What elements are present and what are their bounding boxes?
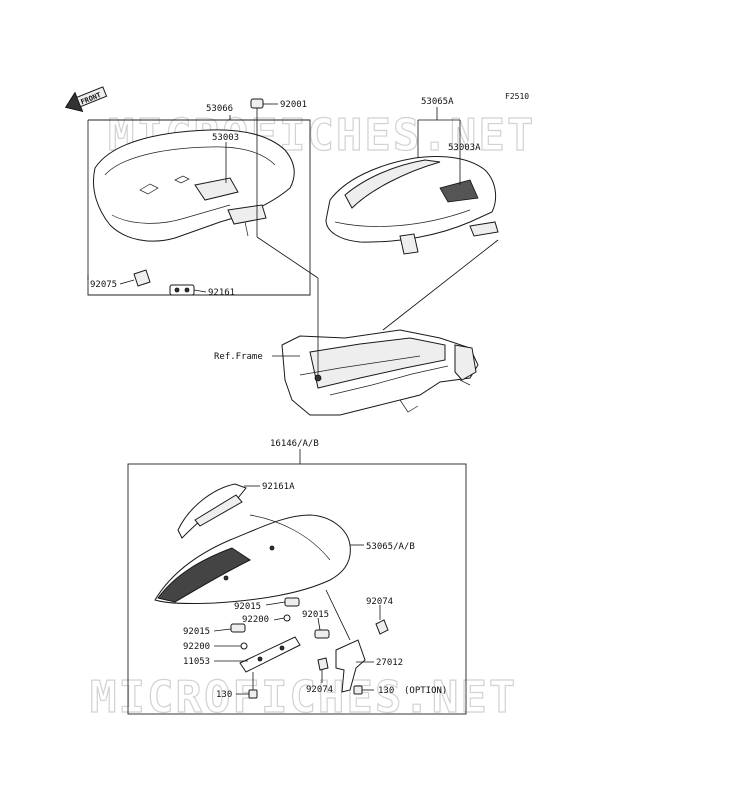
label-92161A: 92161A: [262, 482, 295, 492]
label-53003: 53003: [212, 133, 239, 143]
label-11053: 11053: [183, 657, 210, 667]
label-53066: 53066: [206, 104, 233, 114]
label-92074b: 92074: [306, 685, 333, 695]
seat-cowl-group: [325, 156, 499, 331]
label-92001: 92001: [280, 100, 307, 110]
label-130b: 130: [378, 686, 394, 696]
label-92075: 92075: [90, 280, 117, 290]
front-arrow-icon: FRONT: [64, 86, 108, 113]
option-kit-box: [127, 463, 467, 715]
label-92015b: 92015: [302, 610, 329, 620]
front-tag: FRONT: [80, 91, 103, 106]
label-92015a: 92015: [234, 602, 261, 612]
label-53003A: 53003A: [448, 143, 481, 153]
option-cowl-group: [154, 483, 389, 699]
watermark-bottom: MICROFICHES.NET: [90, 672, 517, 723]
figure-code: F2510: [505, 92, 529, 101]
label-53065A: 53065A: [421, 97, 454, 107]
rider-seat-group: [87, 98, 311, 296]
label-16146: 16146/A/B: [270, 439, 319, 449]
label-92074a: 92074: [366, 597, 393, 607]
label-92200b: 92200: [183, 642, 210, 652]
option-note: (OPTION): [404, 686, 447, 696]
label-130a: 130: [216, 690, 232, 700]
label-92200a: 92200: [242, 615, 269, 625]
label-53065AB: 53065/A/B: [366, 542, 415, 552]
ref-frame-label: Ref.Frame: [214, 352, 263, 362]
label-92161: 92161: [208, 288, 235, 298]
label-92015c: 92015: [183, 627, 210, 637]
label-27012: 27012: [376, 658, 403, 668]
frame-group: [281, 329, 479, 416]
